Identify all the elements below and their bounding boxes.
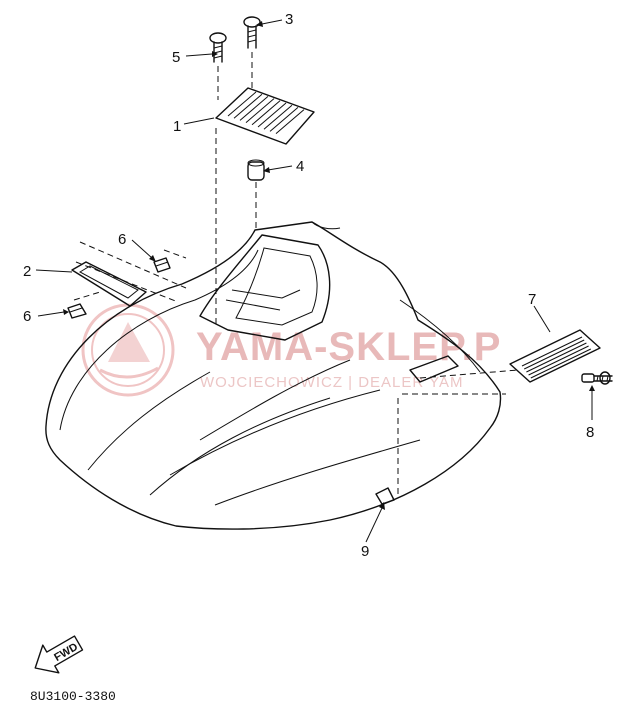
callout-3: 3 [285,11,293,28]
grille-slat [530,348,592,379]
callout-5: 5 [172,49,180,66]
callout-9: 9 [361,543,369,560]
leader-lines [35,19,595,543]
callouts: 5 3 1 4 6 2 6 7 8 9 [23,11,594,560]
part-3-screw [243,16,261,49]
fwd-label: FWD [52,641,80,664]
fwd-arrow-icon: FWD [34,635,84,674]
grille-slat [263,104,293,130]
part-7-grille [509,329,601,383]
part-6-grommet-b [67,303,87,319]
grille-slat [528,345,589,376]
part-6-grommet-a [153,257,171,273]
watermark-logo-icon [81,303,175,397]
grille-slat [526,342,587,373]
assembly-lines [73,52,519,494]
grille-slat [227,91,257,117]
grille-slat [233,93,263,119]
callout-7: 7 [528,291,536,308]
part-2-panel [71,261,147,307]
watermark-subtitle: WOJCIECHOWICZ | DEALER YAM [200,374,464,391]
callout-1: 1 [173,118,181,135]
callout-8: 8 [586,424,594,441]
part-5-screw [209,32,227,63]
grille-slat [523,339,585,370]
grille-slat [239,96,269,121]
watermark-brand: YAMA-SKLEP.P [196,325,501,369]
callout-6-top: 6 [118,231,126,248]
part-4-grommet [247,159,265,181]
part-9-clip [375,487,395,505]
watermark: YAMA-SKLEP.P WOJCIECHOWICZ | DEALER YAM [81,303,501,397]
grille-slat [257,102,287,128]
callout-4: 4 [296,158,304,175]
part-8-bolt [581,371,613,385]
grille-slat [245,98,275,123]
diagram-code: 8U3100-3380 [30,689,116,704]
grille-slat [251,100,281,126]
engine-hood [45,221,502,530]
grille-slat [275,109,305,134]
callout-2: 2 [23,263,31,280]
part-1-grille [215,87,315,145]
grille-slat [521,336,583,367]
grille-slat [269,107,299,132]
callout-6-bottom: 6 [23,308,31,325]
